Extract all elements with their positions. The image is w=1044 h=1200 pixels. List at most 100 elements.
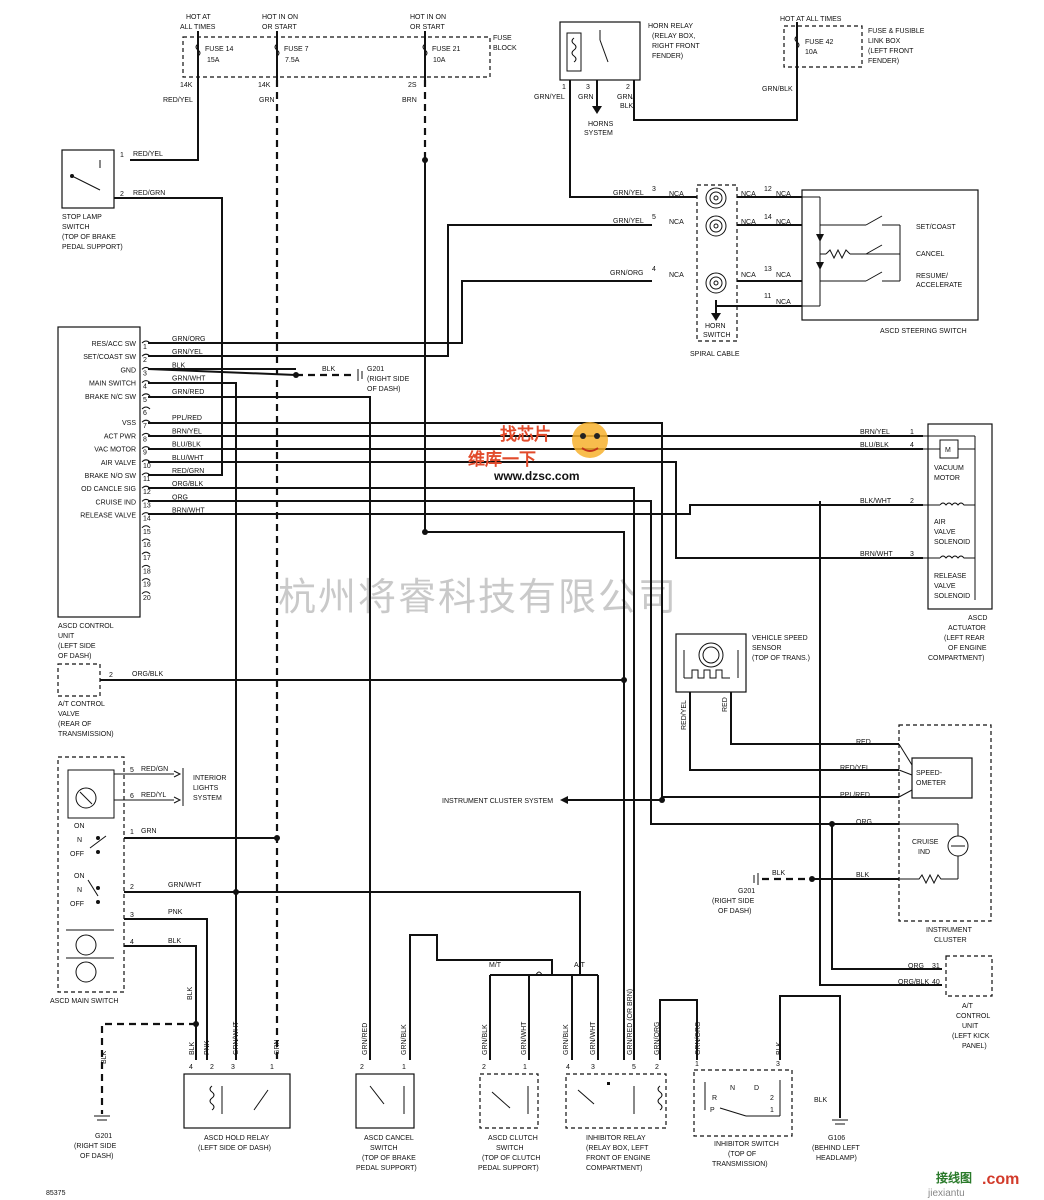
svg-text:OF DASH): OF DASH) bbox=[80, 1153, 113, 1160]
ascd-steering-switch: SET/COAST CANCEL RESUME/ ACCELERATE ASCD… bbox=[801, 189, 979, 335]
g201-cluster: BLK G201 (RIGHT SIDE OF DASH) bbox=[712, 870, 786, 915]
svg-text:BLK: BLK bbox=[856, 872, 870, 879]
steering-switch-label: ASCD STEERING SWITCH bbox=[880, 328, 967, 335]
svg-text:GRN/YEL: GRN/YEL bbox=[534, 94, 565, 101]
svg-text:PPL/RED: PPL/RED bbox=[172, 415, 202, 422]
svg-text:14: 14 bbox=[143, 516, 151, 523]
svg-text:4: 4 bbox=[566, 1064, 570, 1071]
svg-text:3: 3 bbox=[910, 551, 914, 558]
control-unit-pin: 15 bbox=[141, 525, 151, 536]
svg-text:40: 40 bbox=[932, 979, 940, 986]
svg-text:(TOP OF BRAKE: (TOP OF BRAKE bbox=[62, 234, 116, 241]
svg-text:G201: G201 bbox=[367, 366, 384, 373]
svg-text:UNIT: UNIT bbox=[962, 1023, 979, 1030]
svg-text:PEDAL SUPPORT): PEDAL SUPPORT) bbox=[356, 1165, 417, 1172]
svg-text:SENSOR: SENSOR bbox=[752, 645, 782, 652]
svg-text:SYSTEM: SYSTEM bbox=[584, 130, 613, 137]
svg-text:NCA: NCA bbox=[669, 219, 684, 226]
svg-text:BLU/BLK: BLU/BLK bbox=[860, 442, 889, 449]
svg-text:1: 1 bbox=[910, 429, 914, 436]
motor-icon: M bbox=[945, 447, 951, 454]
svg-text:RED/GN: RED/GN bbox=[141, 766, 168, 773]
svg-text:14K: 14K bbox=[258, 82, 271, 89]
svg-text:11: 11 bbox=[143, 476, 150, 483]
svg-text:.com: .com bbox=[982, 1171, 1019, 1188]
svg-text:OR START: OR START bbox=[410, 24, 445, 31]
svg-text:GRN/WHT: GRN/WHT bbox=[168, 882, 202, 889]
svg-text:ALL TIMES: ALL TIMES bbox=[180, 24, 216, 31]
fuse14-hot: HOT AT bbox=[186, 14, 211, 21]
svg-text:1: 1 bbox=[770, 1107, 774, 1114]
svg-text:SOLENOID: SOLENOID bbox=[934, 593, 970, 600]
svg-text:RESUME/: RESUME/ bbox=[916, 273, 948, 280]
svg-text:ACT PWR: ACT PWR bbox=[104, 433, 136, 440]
svg-text:GRN/WHT: GRN/WHT bbox=[172, 376, 206, 383]
spiral-cable: HORN SWITCH SPIRAL CABLE GRN/YEL 3 NCA G… bbox=[610, 184, 791, 358]
svg-text:RED/YEL: RED/YEL bbox=[681, 700, 688, 730]
fuse21-hot: HOT IN ON bbox=[410, 14, 446, 21]
svg-text:2: 2 bbox=[120, 191, 124, 198]
svg-text:FUSE & FUSIBLE: FUSE & FUSIBLE bbox=[868, 28, 925, 35]
svg-text:LINK BOX: LINK BOX bbox=[868, 38, 901, 45]
svg-text:5: 5 bbox=[143, 397, 147, 404]
stop-lamp-switch: 1 RED/YEL 2 RED/GRN STOP LAMP SWITCH (TO… bbox=[61, 149, 165, 251]
svg-text:OFF: OFF bbox=[70, 901, 84, 908]
watermark-logo: 找芯片 维库一下 www.dzsc.com bbox=[468, 422, 608, 483]
svg-text:2: 2 bbox=[130, 884, 134, 891]
svg-text:10A: 10A bbox=[433, 57, 446, 64]
svg-text:2: 2 bbox=[210, 1064, 214, 1071]
svg-text:(RELAY BOX, LEFT: (RELAY BOX, LEFT bbox=[586, 1145, 649, 1152]
svg-text:14K: 14K bbox=[180, 82, 193, 89]
svg-text:ORG/BLK: ORG/BLK bbox=[132, 671, 163, 678]
svg-text:VAC MOTOR: VAC MOTOR bbox=[94, 447, 136, 454]
svg-text:3: 3 bbox=[586, 84, 590, 91]
svg-text:RED/YL: RED/YL bbox=[141, 792, 166, 799]
svg-text:PEDAL SUPPORT): PEDAL SUPPORT) bbox=[62, 244, 123, 251]
horns-system-label: HORNS bbox=[588, 121, 614, 128]
svg-text:CONTROL: CONTROL bbox=[956, 1013, 990, 1020]
svg-text:A/T: A/T bbox=[962, 1003, 974, 1010]
at-control-unit: ORG 31 ORG/BLK 40 A/T CONTROL UNIT (LEFT… bbox=[898, 955, 993, 1050]
svg-text:(TOP OF CLUTCH: (TOP OF CLUTCH bbox=[482, 1155, 540, 1162]
svg-text:TRANSMISSION): TRANSMISSION) bbox=[58, 731, 114, 738]
svg-text:GRN/YEL: GRN/YEL bbox=[172, 349, 203, 356]
svg-text:GRN/WHT: GRN/WHT bbox=[590, 1021, 597, 1055]
svg-text:2: 2 bbox=[360, 1064, 364, 1071]
svg-text:jiexiantu: jiexiantu bbox=[927, 1188, 965, 1199]
svg-text:CANCEL: CANCEL bbox=[916, 251, 945, 258]
svg-text:LIGHTS: LIGHTS bbox=[193, 785, 219, 792]
inhibitor-switch: GRN/ORG BLK 1 3 N D R 2 P 1 INHIBITOR SW… bbox=[693, 1022, 793, 1168]
svg-text:RED/YEL: RED/YEL bbox=[133, 151, 163, 158]
horn-relay: HORN RELAY (RELAY BOX, RIGHT FRONT FENDE… bbox=[534, 21, 700, 137]
control-unit-pin: 19 bbox=[141, 578, 151, 589]
svg-text:INHIBITOR RELAY: INHIBITOR RELAY bbox=[586, 1135, 646, 1142]
svg-text:10: 10 bbox=[143, 463, 151, 470]
svg-text:VACUUM: VACUUM bbox=[934, 465, 964, 472]
svg-text:SWITCH: SWITCH bbox=[370, 1145, 398, 1152]
svg-text:2: 2 bbox=[655, 1064, 659, 1071]
svg-text:BLK: BLK bbox=[168, 938, 182, 945]
svg-text:A/T: A/T bbox=[574, 962, 586, 969]
svg-text:(RIGHT SIDE: (RIGHT SIDE bbox=[712, 898, 755, 905]
svg-text:RIGHT FRONT: RIGHT FRONT bbox=[652, 43, 700, 50]
actuator-label: ASCD bbox=[968, 615, 987, 622]
svg-text:(LEFT KICK: (LEFT KICK bbox=[952, 1033, 990, 1040]
control-unit-pin: 20 bbox=[141, 591, 151, 602]
control-unit-pin: 18 bbox=[141, 564, 151, 575]
svg-text:GND: GND bbox=[120, 367, 136, 374]
svg-text:www.dzsc.com: www.dzsc.com bbox=[493, 469, 580, 483]
svg-text:17: 17 bbox=[143, 555, 151, 562]
svg-text:找芯片: 找芯片 bbox=[500, 424, 551, 444]
horn-switch-label: HORN bbox=[705, 323, 726, 330]
svg-text:BLK: BLK bbox=[172, 362, 186, 369]
svg-text:NCA: NCA bbox=[776, 299, 791, 306]
fuse-block: FUSE BLOCK HOT AT ALL TIMES FUSE 14 15A … bbox=[163, 14, 517, 104]
g201-bottom: BLK G201 (RIGHT SIDE OF DASH) bbox=[74, 1050, 117, 1160]
svg-text:3: 3 bbox=[231, 1064, 235, 1071]
svg-text:(RIGHT SIDE: (RIGHT SIDE bbox=[367, 376, 410, 383]
svg-text:RED/YEL: RED/YEL bbox=[163, 97, 193, 104]
svg-text:A/T CONTROL: A/T CONTROL bbox=[58, 701, 105, 708]
svg-text:3: 3 bbox=[652, 186, 656, 193]
